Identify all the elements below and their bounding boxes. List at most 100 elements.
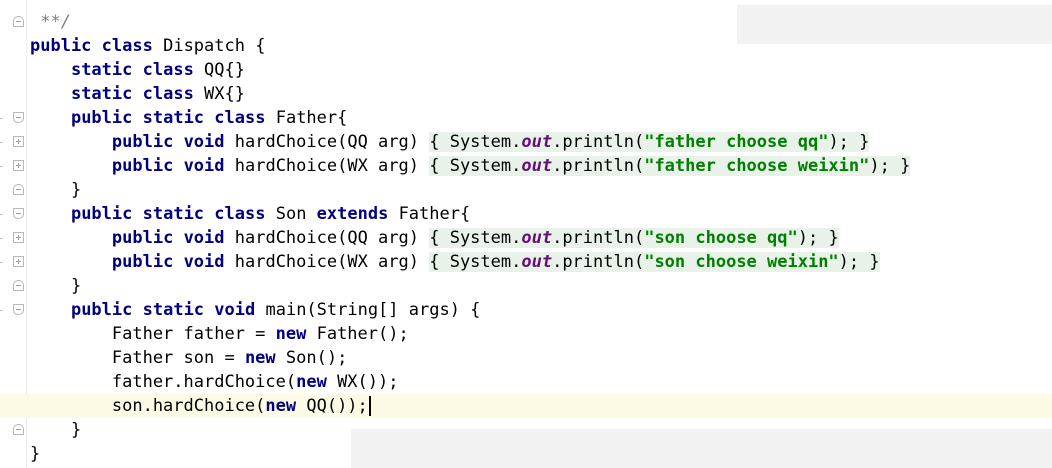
code-text: } — [30, 442, 40, 466]
code-token: out — [521, 228, 553, 248]
code-text: static class QQ{} — [30, 58, 245, 82]
code-token: hardChoice(QQ arg) — [224, 132, 430, 152]
code-line[interactable]: **/ — [0, 10, 1052, 34]
code-line[interactable]: public static class Father{ — [0, 106, 1052, 130]
code-token: new — [275, 324, 307, 344]
code-text: } — [30, 418, 81, 442]
code-line[interactable]: } — [0, 442, 1052, 466]
code-token: QQ{} — [193, 60, 245, 80]
code-line[interactable]: public void hardChoice(QQ arg) { System.… — [0, 226, 1052, 250]
code-token: Father{ — [388, 204, 471, 224]
gutter-tick — [0, 214, 3, 215]
code-token: ); — [797, 228, 829, 248]
code-token: hardChoice(WX arg) — [224, 252, 430, 272]
code-token: ); — [838, 252, 870, 272]
collapse-fold-icon[interactable] — [13, 208, 24, 219]
code-token: class — [214, 204, 266, 224]
code-text: **/ — [30, 10, 71, 34]
code-token: public — [111, 132, 174, 152]
code-token: WX()); — [326, 372, 399, 392]
code-line[interactable]: public static class Son extends Father{ — [0, 202, 1052, 226]
code-token: class — [214, 108, 266, 128]
code-token: "father choose qq" — [644, 132, 829, 152]
code-token: } — [869, 252, 880, 272]
collapse-fold-icon[interactable] — [13, 184, 24, 195]
gutter-tick — [0, 118, 3, 119]
code-token: .println( — [552, 252, 645, 272]
code-token — [30, 228, 112, 248]
code-line[interactable]: public class Dispatch { — [0, 34, 1052, 58]
collapse-fold-icon[interactable] — [13, 424, 24, 435]
code-text: public void hardChoice(WX arg) { System.… — [30, 154, 911, 178]
gutter-tick — [0, 238, 3, 239]
code-token — [30, 108, 71, 128]
code-token: extends — [316, 204, 389, 224]
code-token: Father{ — [265, 108, 348, 128]
code-token: "son choose qq" — [644, 228, 798, 248]
code-token: Dispatch { — [152, 36, 266, 56]
code-token: "father choose weixin" — [644, 156, 870, 176]
code-token: static — [142, 108, 205, 128]
code-token: ); — [828, 132, 860, 152]
code-token: class — [101, 36, 153, 56]
code-token: class — [142, 84, 194, 104]
code-token — [91, 36, 101, 56]
overlay-panel-top — [737, 5, 1052, 44]
code-token: { — [429, 132, 440, 152]
code-token: QQ()); — [296, 396, 368, 416]
code-token: son.hardChoice( — [30, 396, 266, 416]
code-line[interactable]: static class WX{} — [0, 82, 1052, 106]
code-line[interactable]: father.hardChoice(new WX()); — [0, 370, 1052, 394]
code-text: Father father = new Father(); — [30, 322, 409, 346]
code-token: class — [142, 60, 194, 80]
gutter-separator — [26, 0, 27, 468]
code-token: public — [30, 36, 92, 56]
code-token: WX{} — [193, 84, 245, 104]
code-text: } — [30, 274, 81, 298]
code-token: void — [183, 252, 225, 272]
collapse-fold-icon[interactable] — [13, 112, 24, 123]
gutter-tick — [0, 262, 3, 263]
collapse-fold-icon[interactable] — [13, 304, 24, 315]
code-text: public class Dispatch { — [30, 34, 265, 58]
code-line[interactable]: } — [0, 274, 1052, 298]
code-token: new — [244, 348, 276, 368]
overlay-panel-bottom — [351, 429, 1052, 468]
code-line[interactable]: public void hardChoice(QQ arg) { System.… — [0, 130, 1052, 154]
code-token — [132, 204, 142, 224]
code-token — [132, 300, 142, 320]
expand-fold-icon[interactable] — [13, 160, 24, 171]
code-token: public — [111, 228, 174, 248]
code-token: Father son = — [30, 348, 245, 368]
collapse-fold-icon[interactable] — [13, 16, 24, 27]
code-token — [30, 300, 71, 320]
code-token: } — [30, 180, 82, 200]
code-line[interactable]: } — [0, 418, 1052, 442]
gutter-tick — [0, 166, 3, 167]
expand-fold-icon[interactable] — [13, 136, 24, 147]
code-token: { — [429, 156, 440, 176]
code-token: void — [183, 156, 225, 176]
collapse-fold-icon[interactable] — [13, 280, 24, 291]
code-token: public — [111, 252, 174, 272]
code-token: System. — [439, 132, 522, 152]
code-token: void — [214, 300, 256, 320]
code-line[interactable]: } — [0, 178, 1052, 202]
code-token: System. — [439, 228, 522, 248]
code-text: public void hardChoice(WX arg) { System.… — [30, 250, 880, 274]
code-line[interactable]: Father father = new Father(); — [0, 322, 1052, 346]
code-line-current[interactable]: son.hardChoice(new QQ()); — [0, 394, 1052, 418]
code-line[interactable]: public void hardChoice(WX arg) { System.… — [0, 250, 1052, 274]
expand-fold-icon[interactable] — [13, 232, 24, 243]
code-line[interactable]: public void hardChoice(WX arg) { System.… — [0, 154, 1052, 178]
code-token: void — [183, 132, 225, 152]
code-token: .println( — [552, 132, 645, 152]
code-line[interactable]: public static void main(String[] args) { — [0, 298, 1052, 322]
code-token: main(String[] args) { — [255, 300, 481, 320]
code-line[interactable]: static class QQ{} — [0, 58, 1052, 82]
code-token: { — [429, 252, 440, 272]
code-token: { — [429, 228, 440, 248]
expand-fold-icon[interactable] — [13, 256, 24, 267]
code-line[interactable]: Father son = new Son(); — [0, 346, 1052, 370]
code-token: new — [296, 372, 327, 392]
